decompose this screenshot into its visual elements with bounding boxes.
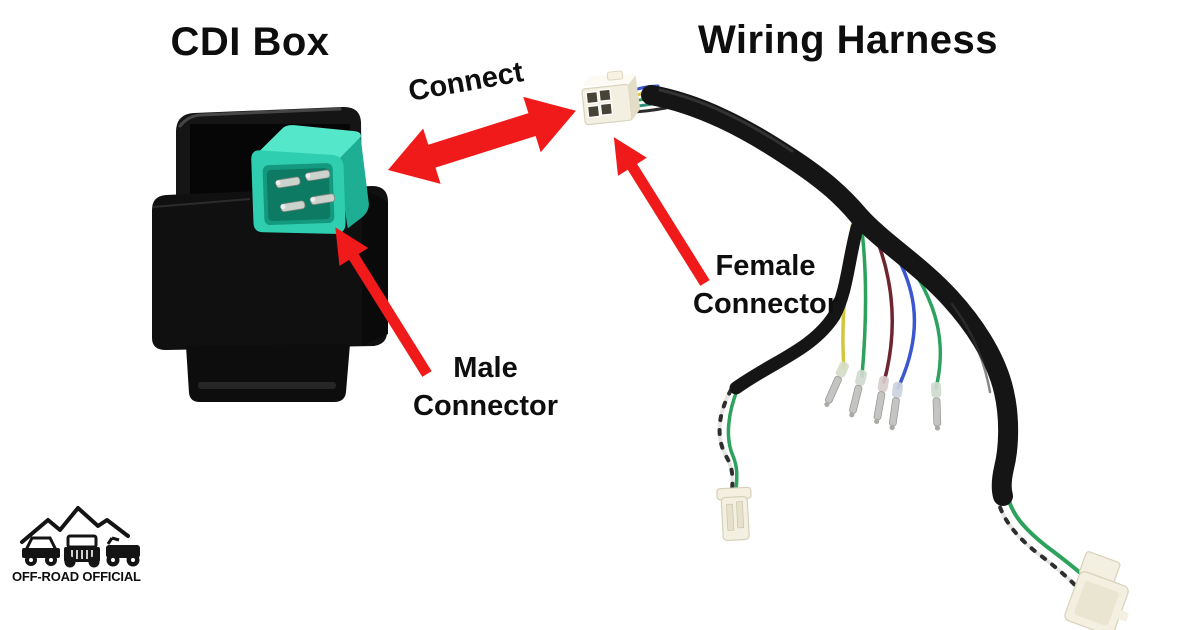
pigtail-green-wire [726, 386, 740, 494]
tail-green-wire [1005, 490, 1088, 580]
sleeve-highlight-2 [950, 302, 992, 394]
terminal-blue [888, 381, 903, 431]
male-connector-right-face [337, 136, 369, 229]
female-connector-illustration [581, 70, 641, 126]
harness-3pin-connector [1064, 551, 1129, 630]
cdi-base-lip [198, 382, 336, 389]
female-connector-label: Female Connector [678, 247, 853, 323]
male-connector-illustration [251, 125, 369, 234]
tail-white-wire-stripe [995, 493, 1078, 588]
female-connector-arrow-icon [613, 137, 710, 286]
sleeve-highlight-1 [658, 88, 794, 153]
logo-brand-text: OFF-ROAD OFFICIAL [12, 569, 141, 584]
female-connector-sockets [585, 88, 614, 119]
cdi-base [186, 344, 350, 402]
male-connector-label-line2: Connector [413, 390, 558, 422]
cdi-body-ridge [152, 198, 251, 208]
female-connector-label-line1: Female [715, 250, 816, 282]
logo-utv-icon [22, 536, 60, 566]
harness-branch-sleeve [729, 221, 864, 395]
harness-main-sleeve [641, 85, 1019, 506]
pigtail-white-wire-stripe [717, 388, 735, 494]
terminal-yellow [824, 361, 849, 407]
male-connector-label: Male Connector [398, 349, 573, 425]
male-connector-pins [275, 169, 336, 213]
terminal-green-1 [849, 369, 867, 418]
male-connector-pin-tips [275, 173, 316, 210]
connect-double-arrow-icon [388, 96, 576, 184]
offroad-official-logo-icon [20, 506, 140, 568]
harness-terminals [824, 361, 942, 431]
harness-2pin-connector [716, 486, 752, 542]
logo-atv-icon [106, 536, 140, 567]
female-connector-latch-tab [606, 70, 624, 81]
branch-pigtail-wires [717, 386, 740, 494]
female-connector-label-line2: Connector [693, 288, 838, 320]
logo-mountains-icon [20, 506, 130, 544]
wiring-harness-illustration [581, 70, 1129, 630]
terminal-dark-red [873, 375, 889, 424]
logo-jeep-icon [64, 534, 100, 568]
terminal-green-2 [931, 381, 942, 431]
male-connector-arrow-icon [335, 227, 432, 377]
wiring-harness-title: Wiring Harness [697, 18, 999, 62]
cdi-box-title: CDI Box [170, 20, 330, 64]
female-connector-side-face [628, 75, 641, 120]
cdi-top-highlight [178, 107, 342, 128]
male-connector-label-line1: Male [453, 352, 518, 384]
wire-green-1 [858, 213, 868, 378]
tail-pigtail-wires [995, 490, 1088, 588]
